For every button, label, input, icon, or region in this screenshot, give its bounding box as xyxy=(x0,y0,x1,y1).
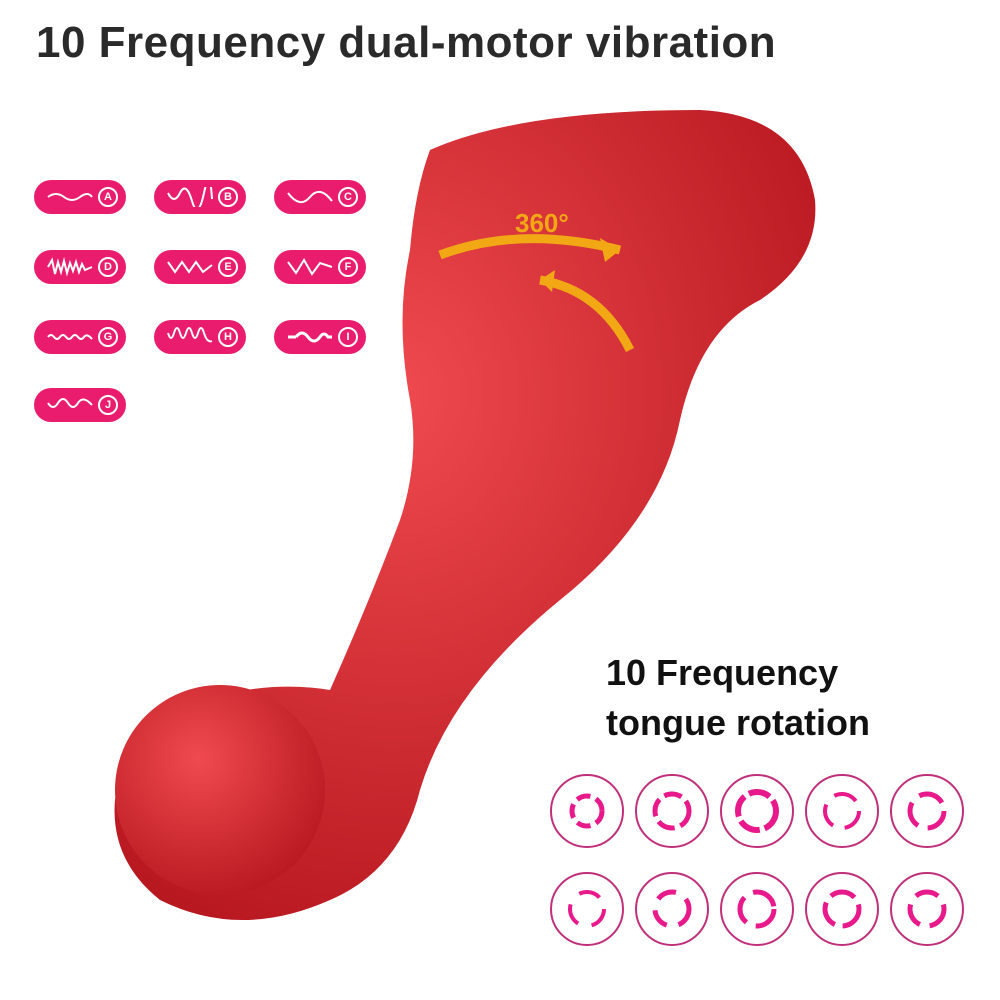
mode-pill-a: A xyxy=(34,180,126,214)
fine-wave-icon xyxy=(47,334,93,340)
rotation-label: 360° xyxy=(515,208,569,238)
page-title: 10 Frequency dual-motor vibration xyxy=(36,18,777,67)
zigzag-wave-icon xyxy=(167,260,213,274)
rotation-ring-4 xyxy=(805,774,879,848)
rotation-ring-7 xyxy=(635,872,709,946)
mode-pill-i: I xyxy=(274,320,366,354)
rotation-ring-3 xyxy=(720,774,794,848)
mode-pill-d: D xyxy=(34,250,126,284)
rotation-ring-2 xyxy=(635,774,709,848)
mode-pill-j: J xyxy=(34,388,126,422)
burst-wave-icon xyxy=(288,331,332,343)
sine-wave-icon xyxy=(287,190,333,204)
swirl-icon xyxy=(652,791,692,831)
mode-pill-h: H xyxy=(154,320,246,354)
swirl-icon xyxy=(652,889,692,929)
mode-pill-b: B xyxy=(154,180,246,214)
swirl-icon xyxy=(735,789,779,833)
rotation-ring-6 xyxy=(550,872,624,946)
rotation-ring-8 xyxy=(720,872,794,946)
sharp-zigzag-icon xyxy=(287,258,333,276)
swirl-icon xyxy=(569,793,605,829)
swirl-icon xyxy=(822,889,862,929)
rising-wave-icon xyxy=(167,187,213,207)
rotation-ring-10 xyxy=(890,872,964,946)
swirl-icon xyxy=(737,889,777,929)
mixed-wave-icon xyxy=(47,398,93,408)
swirl-icon xyxy=(907,889,947,929)
gentle-wave-icon xyxy=(47,193,93,201)
rapid-pulse-icon xyxy=(47,257,93,277)
rotation-ring-5 xyxy=(890,774,964,848)
mode-pill-e: E xyxy=(154,250,246,284)
swirl-icon xyxy=(823,792,861,830)
feature-caption: 10 Frequency tongue rotation xyxy=(606,652,870,743)
dense-wave-icon xyxy=(167,327,213,343)
rotation-ring-9 xyxy=(805,872,879,946)
mode-pill-c: C xyxy=(274,180,366,214)
swirl-icon xyxy=(907,791,947,831)
mode-pill-f: F xyxy=(274,250,366,284)
swirl-icon xyxy=(568,890,606,928)
rotation-ring-1 xyxy=(550,774,624,848)
mode-pill-g: G xyxy=(34,320,126,354)
